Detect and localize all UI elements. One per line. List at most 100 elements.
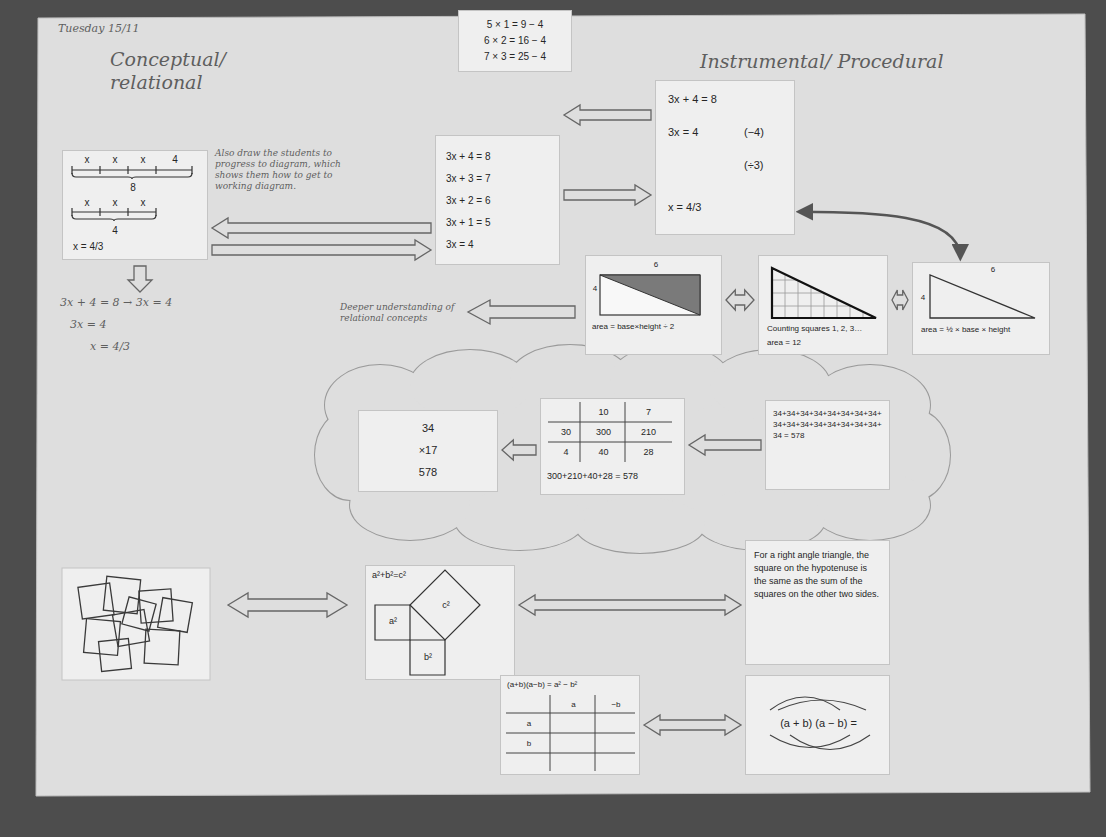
handwritten-note: Tuesday 15/11 — [58, 22, 198, 36]
cloud-fill — [315, 345, 950, 553]
expansion-arcs — [770, 697, 870, 750]
card-text: 8 — [123, 182, 143, 194]
card-text: x — [105, 197, 125, 209]
text-slot: area = base×height ÷ 2 — [592, 322, 717, 332]
formula-card: (a + b) (a − b) = — [745, 675, 890, 775]
handwritten-note: Also draw the students to progress to di… — [215, 148, 350, 192]
card-text: 30 — [551, 427, 581, 438]
repeated-addition-card: 34+34+34+34+34+34+34+34+34+34+34+34+34+3… — [765, 400, 890, 490]
card-text: 34 — [365, 417, 491, 439]
text-slot: x — [105, 197, 125, 209]
card-text: 10 — [581, 407, 626, 418]
text-slot: 4 — [917, 293, 929, 303]
card-text: x — [105, 154, 125, 166]
card-text: 3x + 4 = 8 — [668, 93, 778, 106]
card-text: 4 — [590, 284, 600, 294]
pythagoras-squares — [375, 570, 480, 675]
label-slot: 3x = 4 — [70, 318, 220, 332]
card-text: b² — [418, 652, 438, 663]
text-slot: 300+210+40+28 = 578 — [547, 471, 682, 482]
card-text: x — [133, 154, 153, 166]
card-text: b — [507, 739, 551, 749]
text-slot: 30 — [551, 427, 581, 438]
card-text: x = 4/3 — [73, 241, 193, 253]
grid-triangle — [772, 268, 876, 318]
grid-lines — [548, 402, 672, 462]
card-text: (−4) — [744, 126, 789, 139]
card-text: 210 — [626, 427, 671, 438]
card-text: x — [133, 197, 153, 209]
hollow-arrow — [128, 266, 152, 292]
curved-double-arrow — [799, 212, 960, 258]
text-slot: a — [551, 700, 596, 710]
text-slot: area = ½ × base × height — [921, 325, 1046, 335]
text-slot: c² — [436, 600, 456, 611]
text-slot: (÷3) — [744, 159, 789, 172]
text-slot: 4 — [105, 225, 125, 237]
text-slot: b — [507, 739, 551, 749]
text-slot: x = 4/3 — [668, 201, 778, 214]
card-text: c² — [436, 600, 456, 611]
multiplication-card: 34×17578 — [358, 410, 498, 492]
text-slot: 28 — [626, 447, 671, 458]
text-slot: 210 — [626, 427, 671, 438]
card-text: ×17 — [365, 439, 491, 461]
card-text: a — [507, 719, 551, 729]
text-slot: x — [133, 197, 153, 209]
card-text: 3x + 1 = 5 — [446, 212, 549, 234]
card-text: 3x + 4 = 8 — [446, 146, 549, 168]
card-text: 34+34+34+34+34+34+34+34+34+34+34+34+34+3… — [773, 408, 882, 441]
text-slot: a — [507, 719, 551, 729]
card-text: 5 × 1 = 9 − 4 — [465, 17, 565, 33]
text-slot: Counting squares 1, 2, 3… — [767, 324, 882, 334]
theorem-card: For a right angle triangle, the square o… — [745, 540, 890, 665]
hollow-block-arrow — [892, 290, 908, 310]
card-text: 3x + 3 = 7 — [446, 168, 549, 190]
expansion-grid-card: (a+b)(a−b) = a² − b²a−bab — [500, 675, 640, 775]
card-text: 3x + 2 = 6 — [446, 190, 549, 212]
label-slot: Also draw the students to progress to di… — [215, 148, 350, 192]
card-text: 3x = 4 — [446, 234, 549, 256]
text-slot: 3x + 4 = 8 — [668, 93, 778, 106]
card-text: a — [551, 700, 596, 710]
label-slot: Deeper understanding of relational conce… — [340, 302, 462, 324]
text-slot: x — [77, 197, 97, 209]
card-text: 7 — [626, 407, 671, 418]
bar-model — [72, 166, 192, 221]
text-slot: 10 — [581, 407, 626, 418]
card-text: 4 — [917, 293, 929, 303]
card-text: a²+b²=c² — [372, 570, 432, 581]
card-text: −b — [596, 700, 636, 710]
label-slot: x = 4/3 — [90, 340, 240, 354]
text-slot: 7 — [626, 407, 671, 418]
text-slot: 40 — [581, 447, 626, 458]
text-slot: 4 — [551, 447, 581, 458]
handwritten-note: 3x + 4 = 8 → 3x = 4 — [60, 296, 280, 310]
hollow-block-arrow — [502, 440, 536, 460]
text-slot: x — [133, 154, 153, 166]
text-slot: (a+b)(a−b) = a² − b² — [507, 680, 637, 690]
card-text: x — [77, 197, 97, 209]
card-text: 4 — [551, 447, 581, 458]
card-text: a² — [383, 616, 403, 627]
card-text: For a right angle triangle, the square o… — [754, 549, 881, 601]
text-slot: a²+b²=c² — [372, 570, 432, 581]
hollow-block-arrow — [519, 595, 741, 615]
card-text: area = base×height ÷ 2 — [592, 322, 717, 332]
label-slot: Tuesday 15/11 — [58, 22, 198, 36]
equation-card: 5 × 1 = 9 − 46 × 2 = 16 − 47 × 3 = 25 − … — [458, 10, 572, 72]
sketch-card — [62, 568, 210, 680]
label-slot: Conceptual/ relational — [110, 48, 260, 94]
card-text: 28 — [626, 447, 671, 458]
text-slot: 6 — [646, 260, 666, 270]
hollow-block-arrow — [212, 218, 431, 238]
card-text: x — [77, 154, 97, 166]
text-slot: −b — [596, 700, 636, 710]
card-text: 300+210+40+28 = 578 — [547, 471, 682, 482]
text-slot: b² — [418, 652, 438, 663]
text-slot: x — [105, 154, 125, 166]
text-slot: 4 — [590, 284, 600, 294]
solution-card: 3x + 4 = 83x = 4(−4)(÷3)x = 4/3 — [655, 80, 795, 235]
